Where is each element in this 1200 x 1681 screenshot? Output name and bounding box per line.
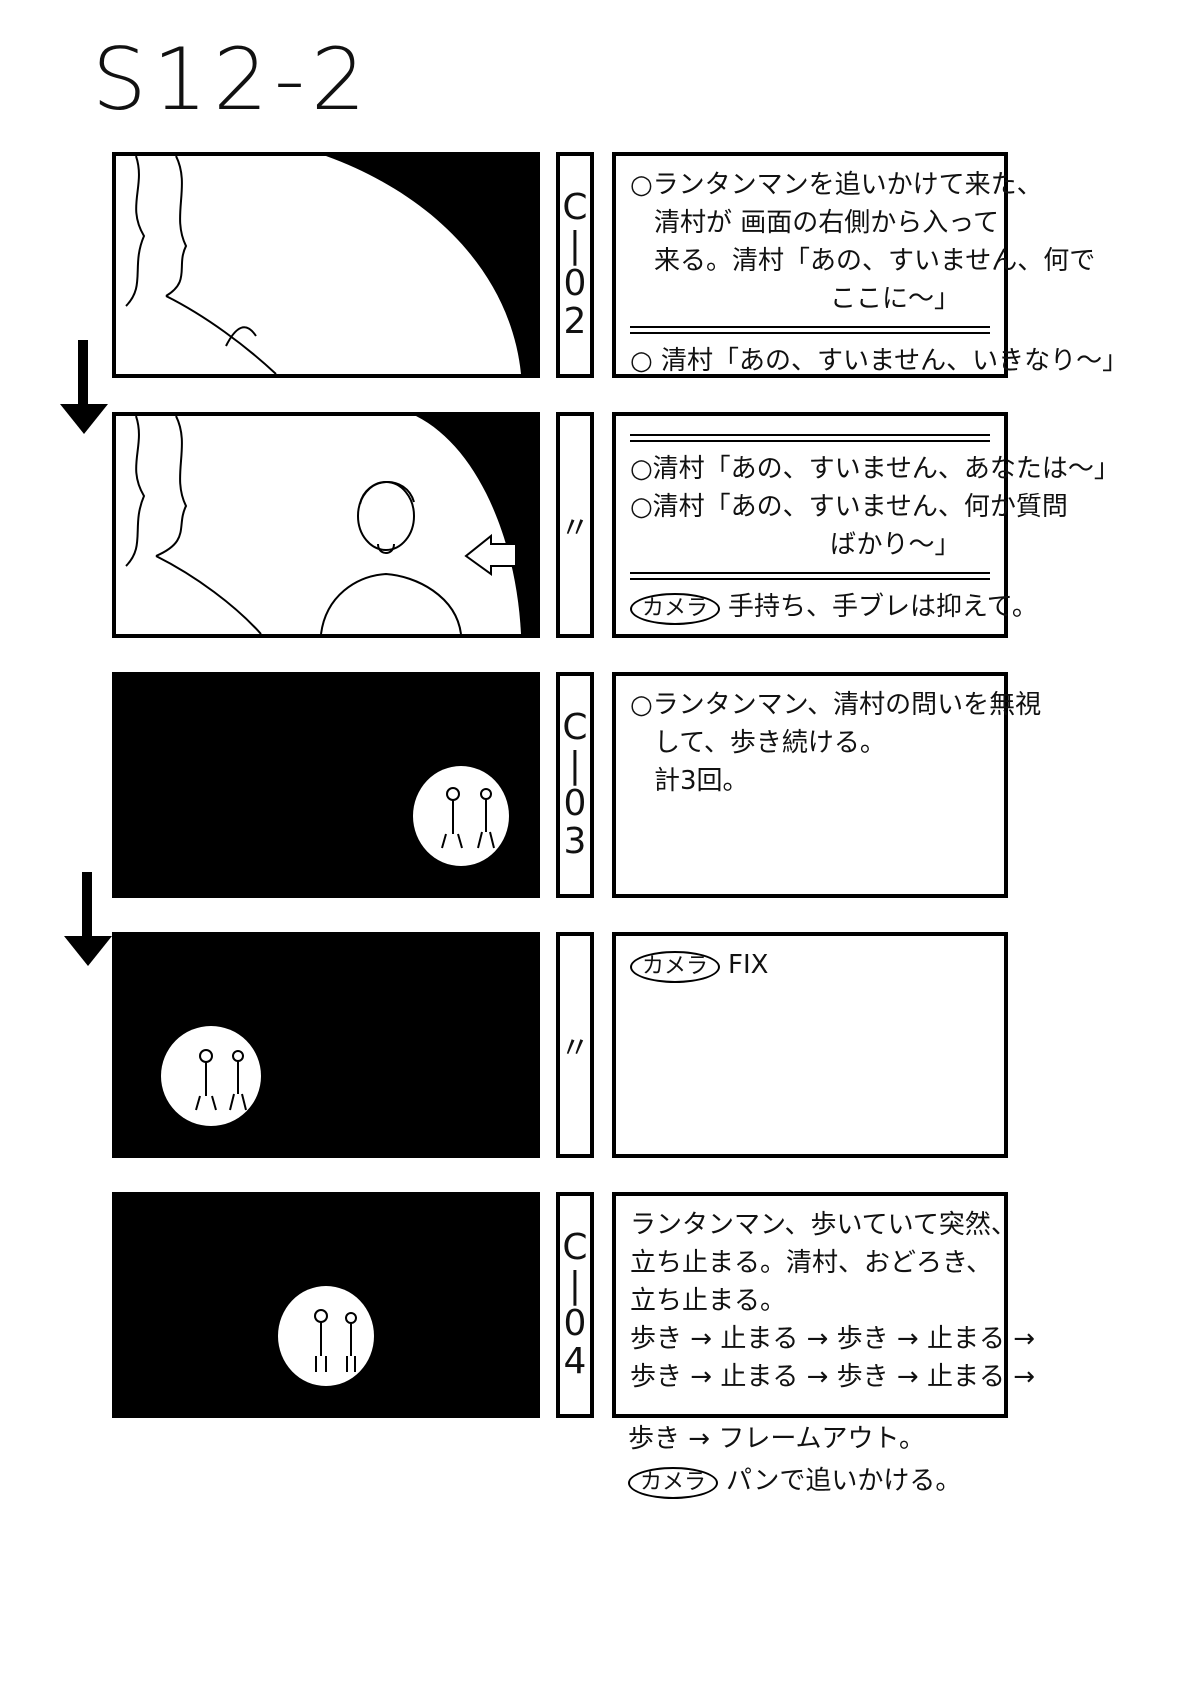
cut-label-box-5: C | 0 4	[556, 1192, 594, 1418]
double-rule	[630, 572, 990, 580]
cut-char: |	[568, 1265, 582, 1306]
down-arrow-icon	[60, 340, 108, 434]
camera-tag: カメラ	[630, 951, 721, 983]
standing-figures	[314, 1309, 357, 1372]
cut-char: 0	[563, 1303, 587, 1344]
note-line: ○ 清村「あの、すいません、いきなり〜」	[630, 346, 1129, 376]
cut-label-box-3: C | 0 3	[556, 672, 594, 898]
camera-note-text: FIX	[728, 950, 769, 980]
storyboard-frame-2	[112, 412, 540, 638]
note-line: ばかり〜」	[830, 530, 961, 560]
cut-label-box-2: 〃	[556, 412, 594, 638]
after-note-line: 歩き → フレームアウト。	[628, 1424, 926, 1454]
note-line: 歩き → 止まる → 歩き → 止まる →	[630, 1324, 1035, 1354]
note-line: ○ランタンマン、清村の問いを無視	[630, 690, 1042, 720]
camera-note-text: パンで追いかける。	[726, 1466, 962, 1496]
arrow-left-icon	[464, 533, 517, 576]
frame-4-drawing	[116, 936, 536, 1154]
cut-char: C	[562, 1227, 588, 1268]
down-arrow-icon	[64, 872, 112, 966]
cut-char: 0	[563, 263, 587, 304]
ditto-mark: 〃	[560, 1031, 590, 1066]
after-camera-note: カメラパンで追いかける。	[628, 1462, 961, 1500]
storyboard-frame-3	[112, 672, 540, 898]
cut-char: C	[562, 187, 588, 228]
cut-char: 3	[563, 821, 587, 862]
note-line: 来る。清村「あの、すいません、何で	[654, 246, 1096, 276]
camera-note: カメラ手持ち、手ブレは抑えて。	[630, 588, 1038, 626]
note-line: ここに〜」	[830, 284, 961, 314]
character-figure	[320, 481, 462, 634]
cut-char: |	[568, 225, 582, 266]
double-rule	[630, 434, 990, 442]
notes-box-2: ○清村「あの、すいません、あなたは〜」 ○清村「あの、すいません、何か質問 ばか…	[612, 412, 1120, 638]
notes-box-1: ○ランタンマンを追いかけて来た、 清村が 画面の右側から入って 来る。清村「あの…	[612, 152, 1129, 378]
cut-char: 4	[563, 1341, 587, 1382]
ditto-mark: 〃	[560, 511, 590, 546]
storyboard-frame-4	[112, 932, 540, 1158]
frame-3-drawing	[116, 676, 536, 894]
notes-box-5: ランタンマン、歩いていて突然、 立ち止まる。清村、おどろき、 立ち止まる。 歩き…	[612, 1192, 1035, 1418]
note-line: 立ち止まる。清村、おどろき、	[630, 1248, 993, 1278]
camera-note-text: 手持ち、手ブレは抑えて。	[728, 592, 1038, 622]
note-line: 計3回。	[654, 766, 749, 796]
cut-char: 2	[563, 301, 587, 342]
note-line: して、歩き続ける。	[654, 728, 886, 758]
cut-char: C	[562, 707, 588, 748]
note-line: ランタンマン、歩いていて突然、	[630, 1210, 1017, 1240]
storyboard-frame-1	[112, 152, 540, 378]
camera-tag: カメラ	[628, 1467, 719, 1499]
note-line: ○ランタンマンを追いかけて来た、	[630, 170, 1043, 200]
note-line: 立ち止まる。	[630, 1286, 787, 1316]
frame-2-drawing	[116, 416, 536, 634]
cut-label-box-4: 〃	[556, 932, 594, 1158]
cut-char: |	[568, 745, 582, 786]
note-line: 歩き → 止まる → 歩き → 止まる →	[630, 1362, 1035, 1392]
walking-figures	[195, 1049, 247, 1111]
storyboard-frame-5	[112, 1192, 540, 1418]
double-rule	[630, 326, 990, 334]
note-line: ○清村「あの、すいません、何か質問	[630, 492, 1068, 522]
frame-1-drawing	[116, 156, 536, 374]
frame-5-drawing	[116, 1196, 536, 1414]
scene-title: S12-2	[92, 30, 372, 130]
cut-label-box-1: C | 0 2	[556, 152, 594, 378]
note-line: 清村が 画面の右側から入って	[654, 208, 999, 238]
cut-char: 0	[563, 783, 587, 824]
notes-box-3: ○ランタンマン、清村の問いを無視 して、歩き続ける。 計3回。	[612, 672, 1042, 898]
note-line: ○清村「あの、すいません、あなたは〜」	[630, 454, 1120, 484]
walking-figures	[441, 787, 495, 849]
camera-tag: カメラ	[630, 593, 721, 625]
